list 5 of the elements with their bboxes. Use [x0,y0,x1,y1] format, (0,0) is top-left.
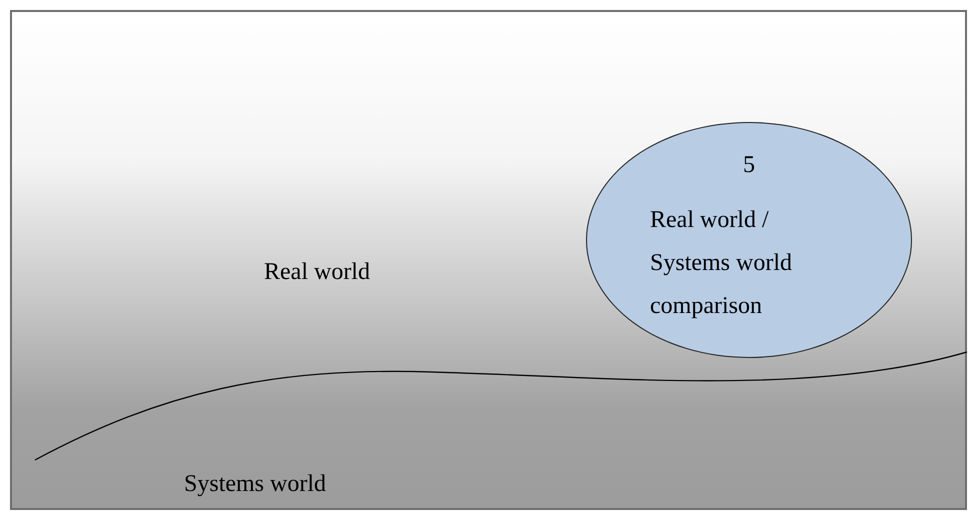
world-panel [10,10,967,510]
region-label: Real world [264,258,370,287]
region-label: Systems world [184,470,326,499]
process-number: 5 [743,151,755,180]
process-title: Real world / Systems world comparison [650,206,794,321]
